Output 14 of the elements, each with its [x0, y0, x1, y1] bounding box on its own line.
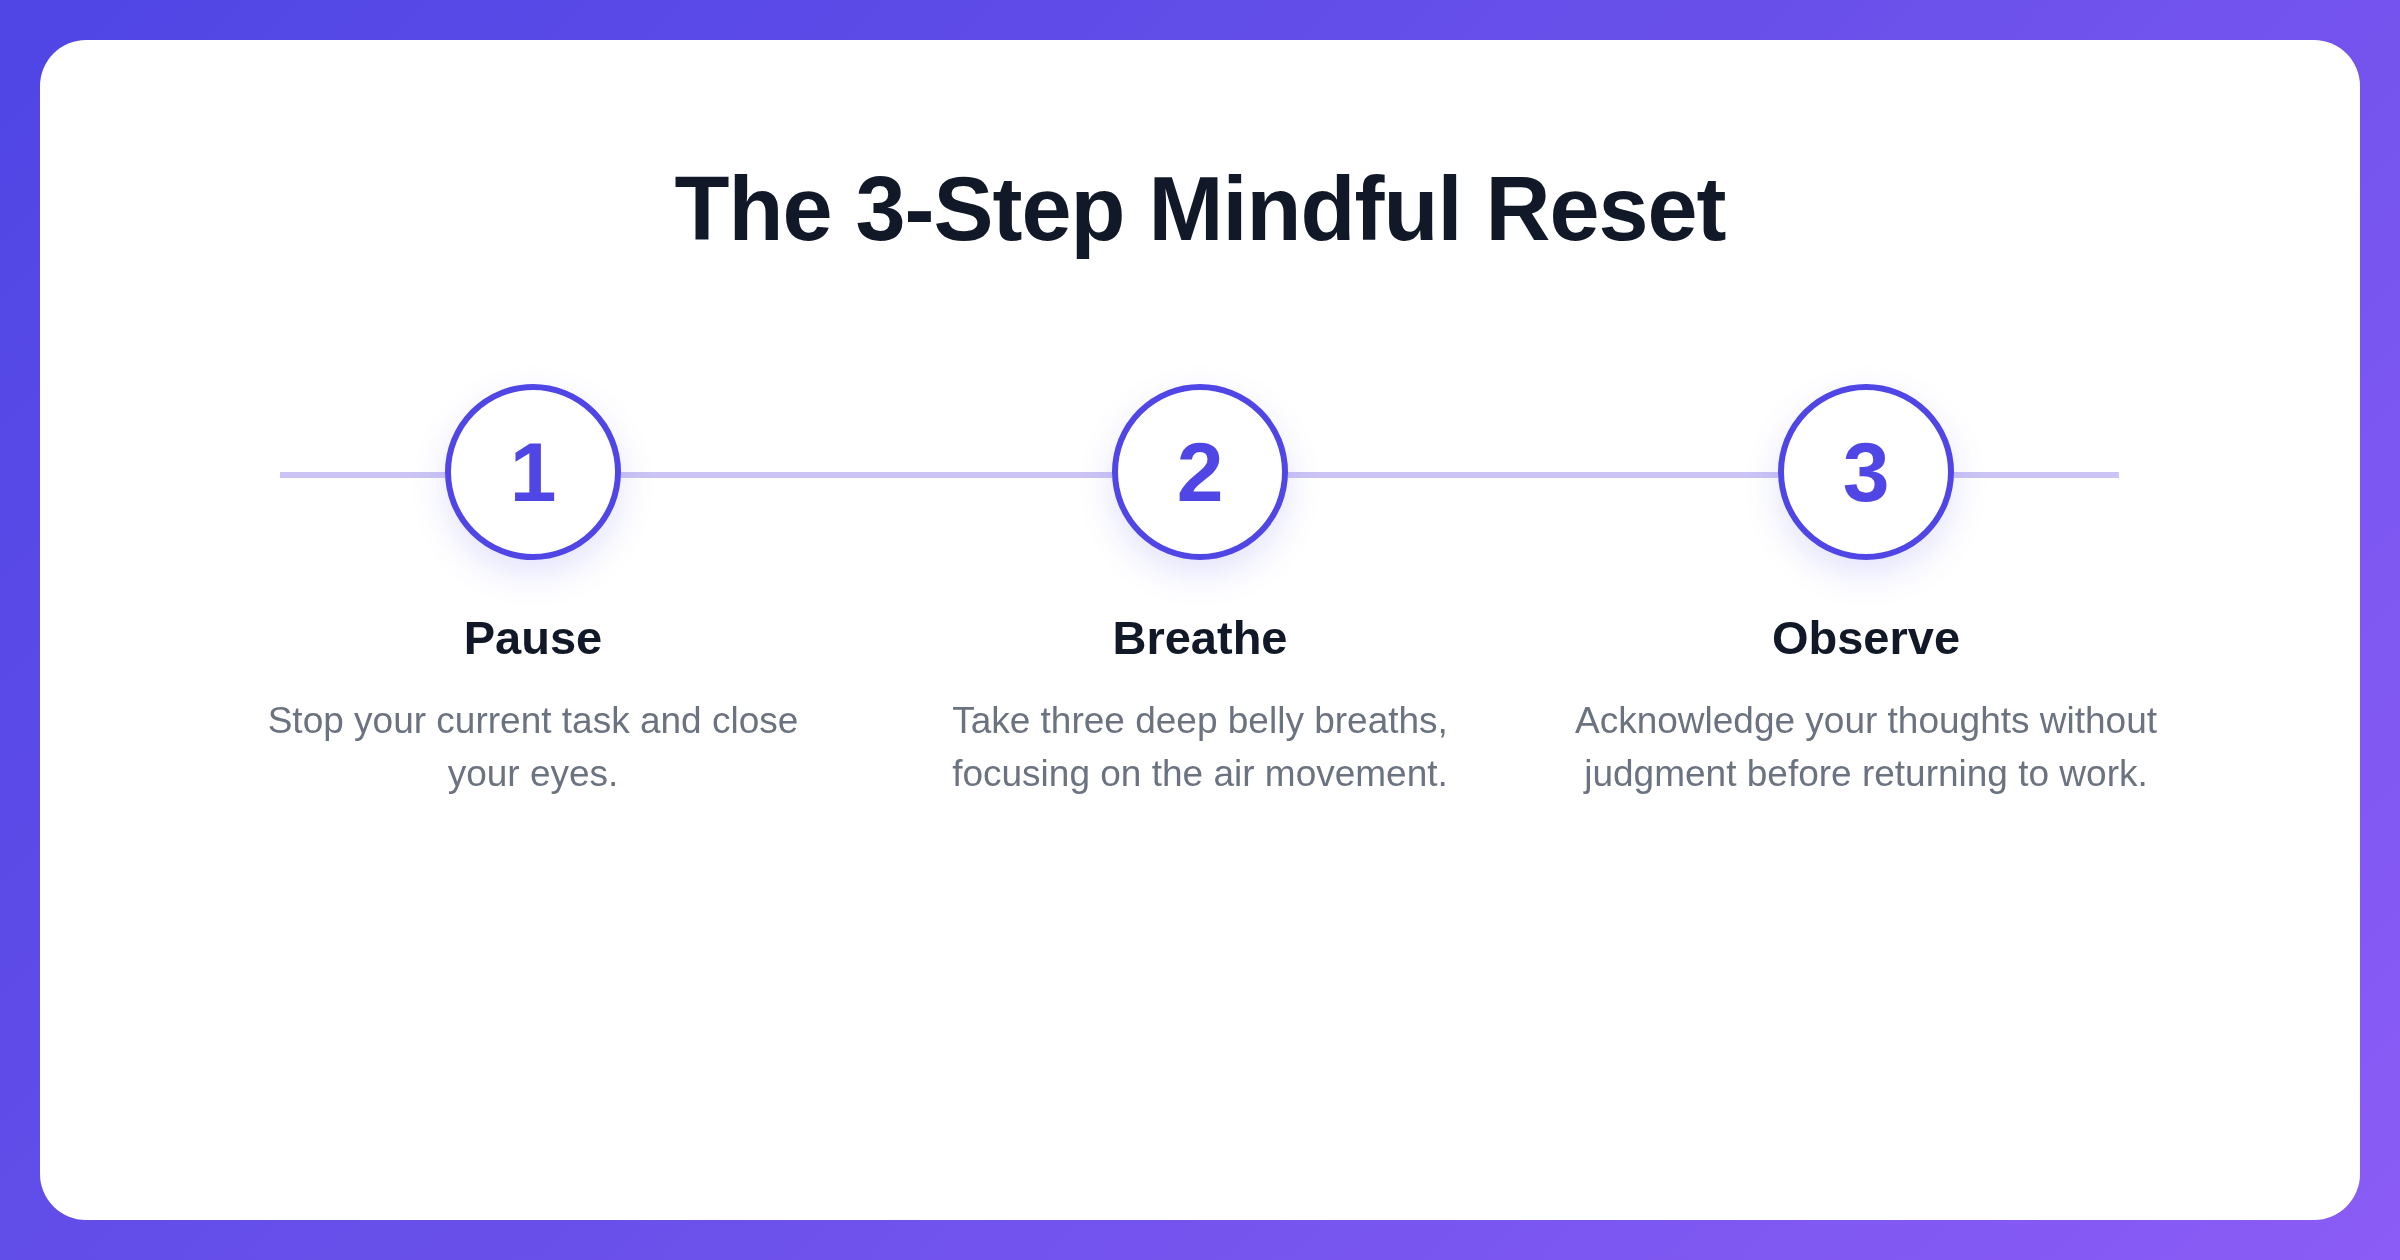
step-number: 3 — [1842, 430, 1890, 514]
step-heading: Breathe — [1112, 610, 1288, 666]
step-number: 2 — [1176, 430, 1224, 514]
connector-line — [1954, 472, 2119, 478]
connector-line — [280, 472, 445, 478]
step-heading: Pause — [463, 610, 603, 666]
connector-line — [621, 472, 1112, 478]
title: The 3-Step Mindful Reset — [674, 158, 1726, 261]
step-description: Take three deep belly breaths, focusing on the air movement. — [951, 699, 1449, 796]
step-description: Stop your current task and close your eyes. — [266, 699, 800, 796]
step-heading: Observe — [1771, 610, 1961, 666]
step-description: Acknowledge your thoughts without judgment before returning to work. — [1573, 699, 2159, 796]
connector-line — [1288, 472, 1778, 478]
step-number: 1 — [509, 430, 557, 514]
